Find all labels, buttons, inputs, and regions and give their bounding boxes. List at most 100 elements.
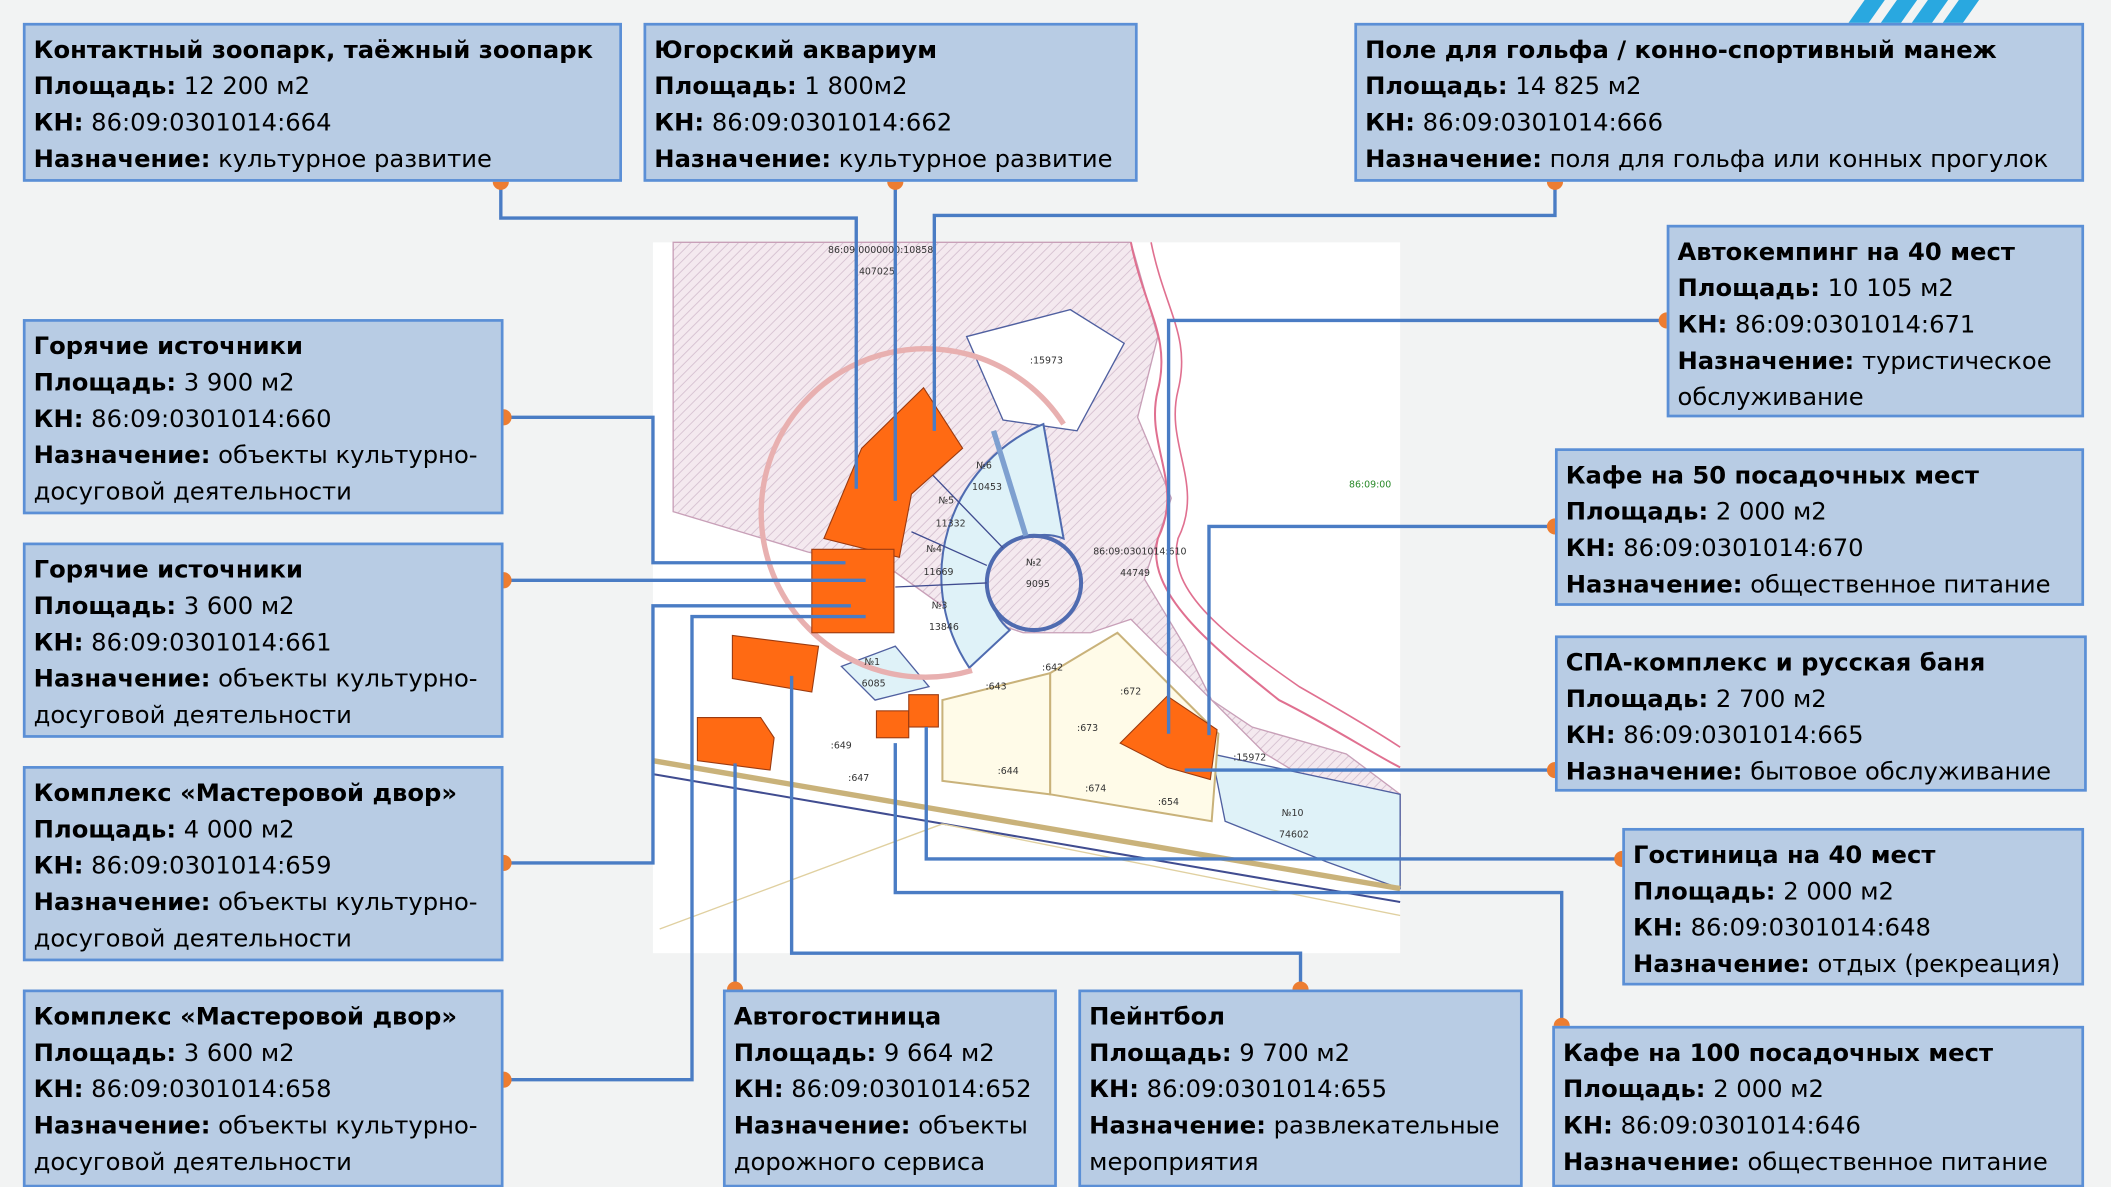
map-label: 407025: [859, 267, 895, 278]
box-area: Площадь: 4 000 м2: [33, 815, 295, 845]
box-area: Площадь: 3 600 м2: [33, 1039, 295, 1068]
box-cadastral-number: КН: 86:09:0301014:671: [1677, 310, 1976, 340]
box-purpose: Назначение: объекты дорожного сервиса: [733, 1112, 1028, 1177]
box-area: Площадь: 12 200 м2: [33, 72, 311, 101]
box-purpose: Назначение: культурное развитие: [33, 145, 492, 174]
info-box-golf: Поле для гольфа / конно-спортивный манеж…: [1354, 22, 2085, 182]
box-area: Площадь: 9 700 м2: [1089, 1039, 1351, 1068]
box-title: Горячие источники: [33, 556, 303, 585]
box-area: Площадь: 9 664 м2: [733, 1039, 995, 1068]
map-label: 6085: [862, 679, 886, 690]
connector-paintball: [789, 675, 1303, 990]
map-label: :15973: [1030, 356, 1063, 367]
box-title: Комплекс «Мастеровой двор»: [33, 1002, 458, 1032]
box-area: Площадь: 3 600 м2: [33, 592, 295, 621]
parcel-646: [908, 694, 939, 728]
box-area: Площадь: 3 900 м2: [33, 368, 295, 398]
info-box-masters2: Комплекс «Мастеровой двор» Площадь: 3 600…: [22, 989, 504, 1187]
box-purpose: Назначение: бытовое обслуживание: [1565, 757, 2052, 787]
box-purpose: Назначение: общественное питание: [1563, 1148, 2048, 1177]
map-label: 11332: [936, 518, 966, 529]
box-cadastral-number: КН: 86:09:0301014:646: [1563, 1112, 1861, 1141]
map-label: №3: [932, 601, 948, 612]
box-purpose: Назначение: объекты культурно-досуговой …: [33, 441, 478, 507]
map-label: №10: [1282, 808, 1304, 819]
map-label: :674: [1085, 784, 1106, 795]
box-cadastral-number: КН: 86:09:0301014:658: [33, 1075, 332, 1104]
box-purpose: Назначение: культурное развитие: [654, 145, 1113, 174]
box-purpose: Назначение: отдых (рекреация): [1633, 950, 2061, 979]
connector-cafe50: [1207, 524, 1555, 736]
box-purpose: Назначение: туристическое обслуживание: [1677, 347, 2052, 412]
map-label: 44749: [1120, 568, 1150, 579]
connector-camping: [1166, 318, 1667, 734]
map-label: :649: [831, 741, 852, 752]
box-cadastral-number: КН: 86:09:0301014:660: [33, 405, 332, 434]
box-title: Автогостиница: [733, 1002, 942, 1032]
map-label: 86:09:0301014:610: [1093, 547, 1186, 558]
cadastral-map: 86:09:0000000:10858407025:15973№610453№5…: [652, 241, 1401, 954]
map-label: 86:09:0000000:10858: [828, 245, 933, 256]
connector-zoo: [499, 181, 858, 489]
parcel-665-670-671: [1119, 695, 1218, 781]
map-label: :647: [848, 773, 869, 784]
connector-masters2: [503, 614, 866, 1082]
map-label: :643: [985, 681, 1006, 692]
box-purpose: Назначение: объекты культурно-досуговой …: [33, 1112, 478, 1177]
parcel-664: [823, 386, 964, 559]
map-label: 86:09:00: [1349, 479, 1391, 490]
map-label: :644: [998, 766, 1019, 777]
connector-golf: [932, 181, 1557, 431]
info-box-masters1: Комплекс «Мастеровой двор» Площадь: 4 000…: [22, 766, 504, 962]
parcel-648: [875, 710, 910, 739]
connector-cafe100: [893, 743, 1564, 1026]
box-title: Поле для гольфа / конно-спортивный манеж: [1365, 36, 1997, 65]
box-cadastral-number: КН: 86:09:0301014:659: [33, 852, 332, 881]
connector-hotsprings1: [503, 415, 846, 565]
connector-masters1: [503, 604, 851, 865]
box-purpose: Назначение: объекты культурно-досуговой …: [33, 888, 478, 954]
box-title: Автокемпинг на 40 мест: [1677, 238, 2015, 267]
box-cadastral-number: КН: 86:09:0301014:665: [1565, 721, 1864, 750]
map-label: №1: [864, 657, 880, 668]
box-title: Комплекс «Мастеровой двор»: [33, 779, 458, 808]
box-area: Площадь: 10 105 м2: [1677, 274, 1954, 303]
box-area: Площадь: 2 000 м2: [1633, 877, 1894, 907]
connector-hotel: [924, 727, 1623, 861]
map-label: №5: [938, 496, 954, 507]
parcel-652: [731, 634, 820, 693]
box-cadastral-number: КН: 86:09:0301014:662: [654, 109, 953, 138]
box-cadastral-number: КН: 86:09:0301014:661: [33, 628, 332, 657]
map-label: 74602: [1279, 829, 1309, 840]
box-title: Кафе на 50 посадочных мест: [1565, 461, 1979, 491]
map-label: :642: [1042, 662, 1063, 673]
box-purpose: Назначение: развлекательные мероприятия: [1089, 1112, 1500, 1177]
box-title: Югорский аквариум: [654, 36, 938, 65]
box-title: Кафе на 100 посадочных мест: [1563, 1039, 1994, 1068]
parcel-655: [696, 717, 775, 771]
box-area: Площадь: 2 700 м2: [1565, 685, 1827, 714]
box-cadastral-number: КН: 86:09:0301014:664: [33, 109, 332, 138]
box-area: Площадь: 14 825 м2: [1365, 72, 1642, 101]
box-title: Горячие источники: [33, 332, 303, 361]
map-label: :673: [1077, 723, 1098, 734]
box-area: Площадь: 2 000 м2: [1565, 498, 1827, 527]
box-cadastral-number: КН: 86:09:0301014:652: [733, 1075, 1032, 1104]
box-title: СПА-комплекс и русская баня: [1565, 648, 1986, 678]
map-label: 10453: [972, 482, 1002, 493]
map-label: №2: [1026, 557, 1042, 568]
box-area: Площадь: 1 800м2: [654, 72, 908, 101]
map-label: 11669: [924, 567, 954, 578]
box-area: Площадь: 2 000 м2: [1563, 1075, 1824, 1104]
map-label: 9095: [1026, 579, 1050, 590]
